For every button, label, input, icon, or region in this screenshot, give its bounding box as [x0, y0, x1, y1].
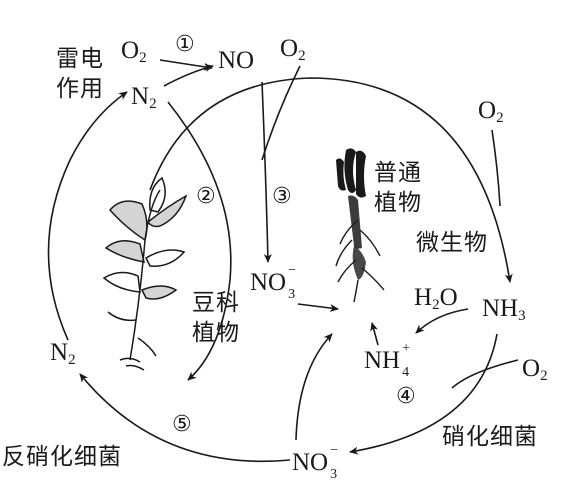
no3-bottom-sub: 3	[330, 467, 338, 482]
label-legume-plant: 豆科 植物	[192, 288, 240, 348]
no3-mid-sub: 3	[288, 287, 296, 302]
step-4-marker: ④	[396, 384, 416, 409]
step-5-marker: ⑤	[172, 412, 192, 437]
arrow-n2-to-nh3-arc	[149, 77, 513, 283]
arrow-o2-to-no	[159, 59, 213, 71]
no3-bottom-charge: −	[330, 443, 339, 458]
arrow-no-to-no3	[261, 81, 272, 263]
species-nh4: NH+4	[364, 341, 411, 380]
species-h2o: H2O	[414, 284, 458, 313]
species-o2-bottom-right: O2	[522, 355, 548, 384]
label-nitrifying-bacteria: 硝化细菌	[442, 424, 538, 450]
o2-join-no-line	[261, 65, 301, 161]
label-denitrifying-bacteria: 反硝化细菌	[2, 444, 122, 470]
legume-plant-fill	[106, 196, 186, 299]
legume-plant-drawing	[102, 176, 188, 371]
arrow-nh3-to-no3	[349, 333, 498, 455]
label-legume-line2: 植物	[192, 320, 240, 346]
species-o2-top-mid: O2	[280, 35, 306, 64]
species-no3-bottom: NO−3	[292, 443, 339, 482]
step-3-marker: ③	[272, 184, 292, 209]
label-ordinary-plant: 普通 植物	[374, 158, 422, 218]
arrow-no3-to-plant	[297, 303, 339, 312]
label-plant-line2: 植物	[374, 190, 422, 216]
label-plant-line1: 普通	[374, 160, 422, 186]
species-n2-top: N2	[131, 83, 157, 112]
label-lightning-line2: 作用	[56, 76, 104, 102]
species-o2-right: O2	[478, 97, 504, 126]
ordinary-plant-drawing	[336, 148, 366, 280]
label-lightning: 雷电 作用	[56, 44, 104, 104]
label-microbe: 微生物	[416, 230, 488, 256]
arrow-nh3-to-nh4	[415, 308, 469, 334]
species-no3-mid: NO−3	[250, 263, 297, 302]
species-o2-top-left: O2	[121, 37, 147, 66]
arrow-n2-left-to-top	[47, 91, 128, 341]
species-n2-left: N2	[50, 339, 76, 368]
arrow-no3b-to-plant	[295, 333, 333, 441]
o2-join-arc	[491, 129, 501, 207]
arrow-n2-to-legume	[167, 101, 232, 381]
species-no: NO	[218, 47, 255, 74]
arrow-no3-to-n2	[79, 373, 291, 463]
nh4-sub: 4	[402, 365, 410, 380]
no3-mid-charge: −	[288, 263, 297, 278]
arrow-n2-to-no	[163, 64, 214, 87]
species-nh3: NH3	[482, 295, 526, 324]
label-legume-line1: 豆科	[192, 290, 240, 316]
label-lightning-line1: 雷电	[56, 46, 104, 72]
o2-join-step4	[451, 359, 519, 389]
step-1-marker: ①	[175, 32, 195, 57]
nh4-charge: +	[402, 341, 411, 356]
step-2-marker: ②	[196, 184, 216, 209]
ordinary-plant-roots	[335, 219, 385, 303]
arrow-nh4-to-plant	[370, 322, 379, 346]
